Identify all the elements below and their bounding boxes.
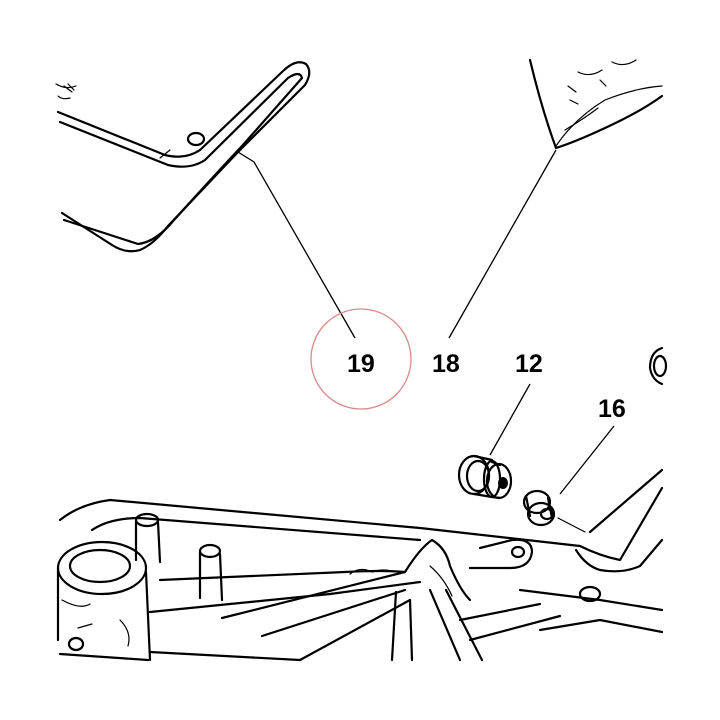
mount-bracket-fragment <box>648 346 668 386</box>
rear-cowl-piece <box>528 58 664 150</box>
side-cover-panel <box>55 61 311 253</box>
highlight-circle <box>310 308 412 410</box>
leader-19 <box>237 151 356 339</box>
leader-18 <box>448 149 557 339</box>
callout-16: 16 <box>598 395 626 423</box>
leader-lines <box>237 149 615 495</box>
spacer-bush <box>522 489 586 533</box>
rubber-grommet <box>457 454 513 500</box>
callout-18: 18 <box>432 350 460 378</box>
leader-12 <box>489 383 531 456</box>
subframe <box>56 468 664 662</box>
leader-16 <box>559 425 615 495</box>
callout-12: 12 <box>515 350 543 378</box>
callout-19: 19 <box>347 350 375 378</box>
